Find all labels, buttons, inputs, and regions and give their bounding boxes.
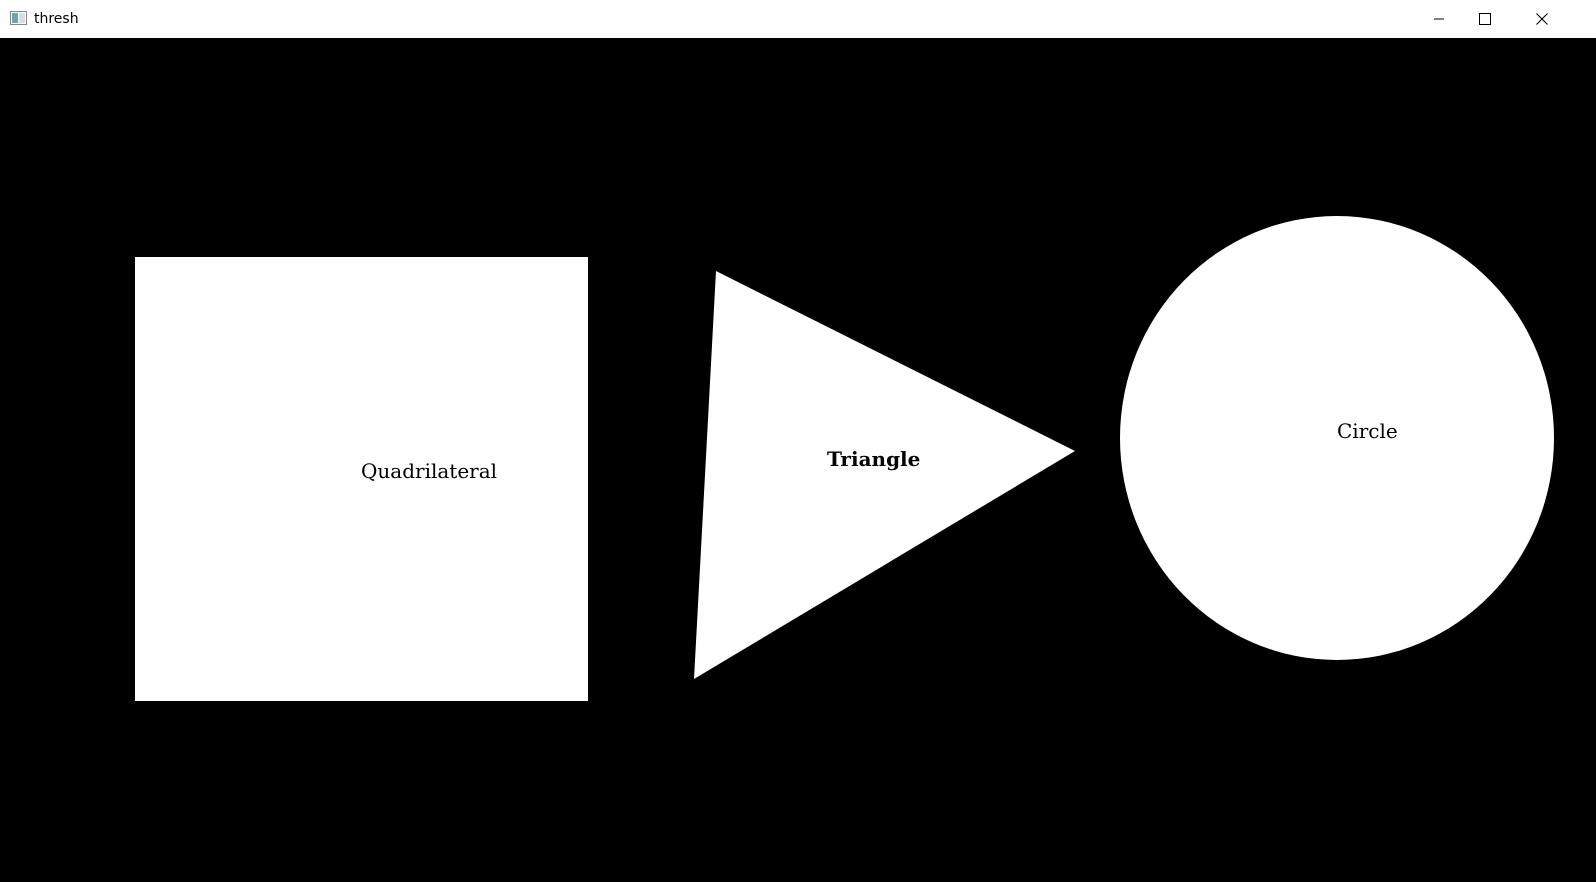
- shapes-layer: Quadrilateral Triangle Circle: [135, 216, 1554, 701]
- maximize-button[interactable]: [1468, 0, 1502, 38]
- app-icon: [10, 11, 27, 25]
- close-button[interactable]: [1522, 0, 1562, 38]
- image-canvas: Quadrilateral Triangle Circle: [0, 38, 1596, 882]
- window-title: thresh: [34, 11, 79, 27]
- quadrilateral-shape: [135, 257, 588, 701]
- minimize-button[interactable]: [1424, 0, 1454, 38]
- triangle-shape: [694, 271, 1075, 679]
- circle-shape: [1120, 216, 1554, 660]
- maximize-icon: [1479, 13, 1491, 25]
- quadrilateral-label: Quadrilateral: [361, 459, 497, 483]
- triangle-label: Triangle: [827, 447, 920, 471]
- circle-label: Circle: [1337, 419, 1398, 443]
- close-icon: [1536, 13, 1548, 25]
- minimize-icon: [1434, 18, 1444, 20]
- title-bar[interactable]: thresh: [0, 0, 1596, 38]
